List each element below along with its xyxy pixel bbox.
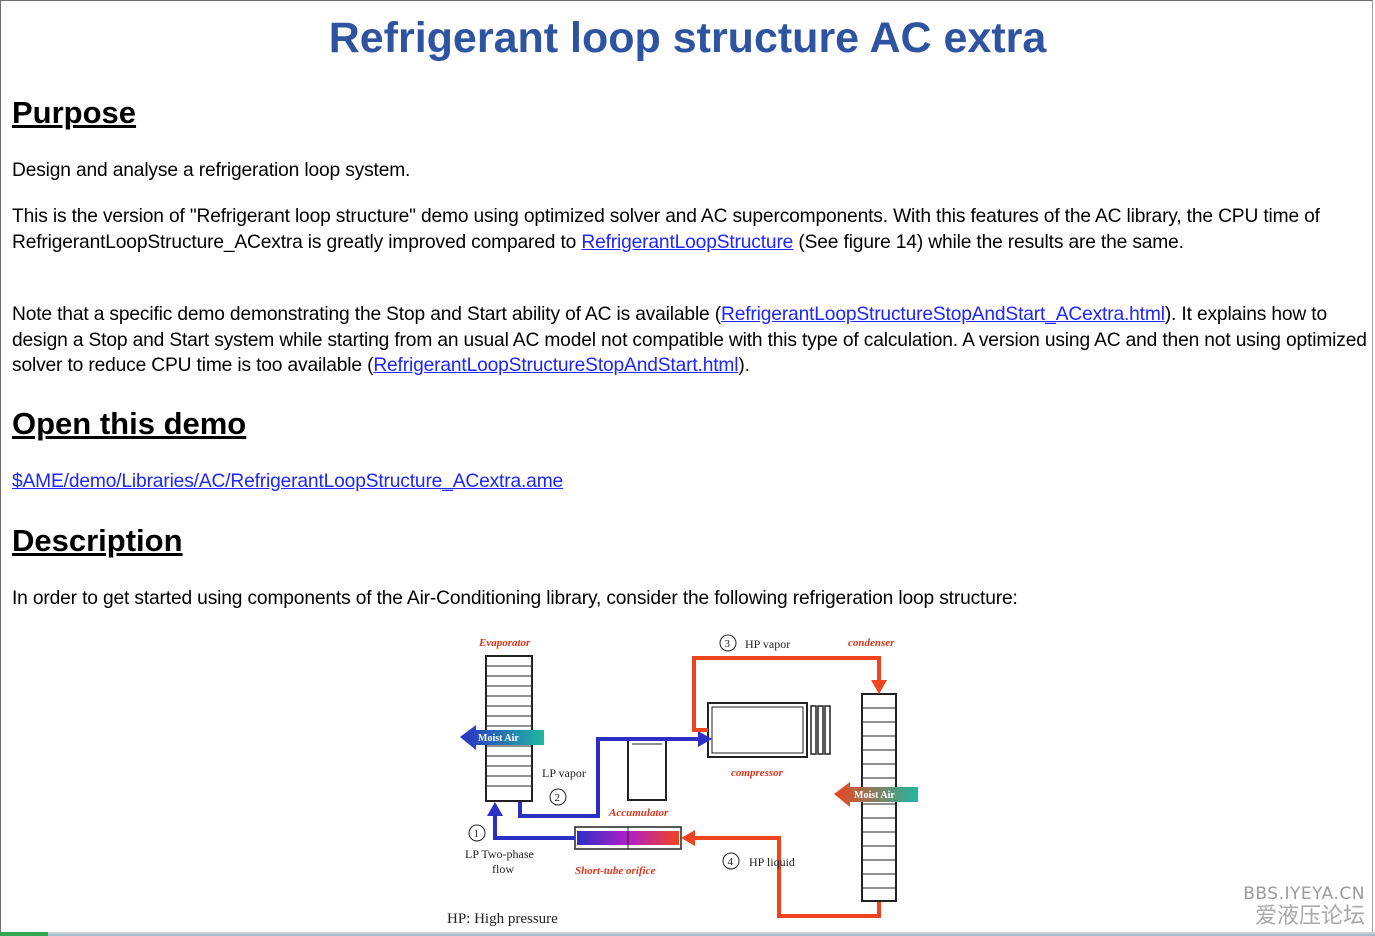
purpose-p2-text-a: This is the version of "Refrigerant loop… <box>12 206 1320 253</box>
hp-liquid-label: HP liquid <box>749 855 795 869</box>
description-heading: Description <box>12 523 183 558</box>
lp-vapor-label: LP vapor <box>542 766 586 780</box>
evaporator-coil <box>485 655 533 802</box>
open-demo-heading: Open this demo <box>12 406 247 441</box>
state-4-number: 4 <box>728 856 734 868</box>
short-tube-orifice <box>574 826 682 850</box>
high-pressure-lines <box>690 656 881 918</box>
open-demo-paragraph: $AME/demo/Libraries/AC/RefrigerantLoopSt… <box>12 469 1367 495</box>
orifice-label: Short-tube orifice <box>575 865 655 877</box>
state-point-markers <box>468 634 740 870</box>
description-paragraph: In order to get started using components… <box>12 588 1018 609</box>
figure-caption: HP: High pressure <box>447 911 558 927</box>
arrow-to-compressor <box>698 731 712 747</box>
hp-vapor-label: HP vapor <box>745 637 790 651</box>
state-2-number: 2 <box>555 792 561 804</box>
moist-air-right-label: Moist Air <box>854 790 895 801</box>
refrigerant-loop-structure-link[interactable]: RefrigerantLoopStructure <box>581 231 794 253</box>
arrow-to-orifice <box>681 830 695 846</box>
purpose-p3-text-c: ). <box>738 355 750 377</box>
stop-and-start-link[interactable]: RefrigerantLoopStructureStopAndStart.htm… <box>373 355 739 377</box>
page-title: Refrigerant loop structure AC extra <box>328 14 1047 62</box>
arrow-to-evaporator <box>487 802 503 816</box>
low-pressure-lines <box>493 737 702 840</box>
accumulator-body <box>627 739 667 801</box>
state-1-number: 1 <box>474 828 480 840</box>
stop-and-start-acextra-link[interactable]: RefrigerantLoopStructureStopAndStart_ACe… <box>721 304 1165 325</box>
arrow-to-condenser <box>871 680 887 694</box>
compressor-body <box>707 702 831 758</box>
progress-accent <box>0 932 48 936</box>
purpose-p3-text-b: ). It explains how to design a Stop and … <box>12 304 1367 377</box>
lp-two-phase-label: LP Two-phase <box>465 847 534 861</box>
purpose-p3-text-a: Note that a specific demo demonstrating … <box>12 304 722 325</box>
evaporator-label: Evaporator <box>478 637 531 649</box>
moist-air-left-label: Moist Air <box>478 733 519 744</box>
condenser-label: condenser <box>848 637 895 649</box>
purpose-paragraph-3: Note that a specific demo demonstrating … <box>12 302 1367 379</box>
lp-two-phase-flow-label: flow <box>492 862 514 876</box>
accumulator-label: Accumulator <box>608 807 669 819</box>
purpose-heading: Purpose <box>12 95 137 130</box>
watermark-url: BBS.IYEYA.CN <box>1243 884 1365 904</box>
moist-air-right-arrow: Moist Air <box>834 782 918 807</box>
state-3-number: 3 <box>725 638 731 650</box>
moist-air-left-arrow: Moist Air <box>460 725 544 750</box>
compressor-label: compressor <box>731 767 784 779</box>
purpose-p2-text-b: (See figure 14) while the results are th… <box>793 231 1184 253</box>
open-demo-link[interactable]: $AME/demo/Libraries/AC/RefrigerantLoopSt… <box>12 471 564 492</box>
window-bottom-bar <box>0 932 1375 936</box>
refrigeration-loop-figure: Evaporator Moist Air condenser <box>440 626 940 932</box>
purpose-paragraph-2: This is the version of "Refrigerant loop… <box>12 204 1367 255</box>
site-watermark: BBS.IYEYA.CN 爱液压论坛 <box>1243 884 1365 930</box>
purpose-paragraph-1: Design and analyse a refrigeration loop … <box>12 160 411 181</box>
refrigeration-loop-diagram: Evaporator Moist Air condenser <box>447 634 918 927</box>
watermark-name: 爱液压论坛 <box>1254 904 1365 929</box>
